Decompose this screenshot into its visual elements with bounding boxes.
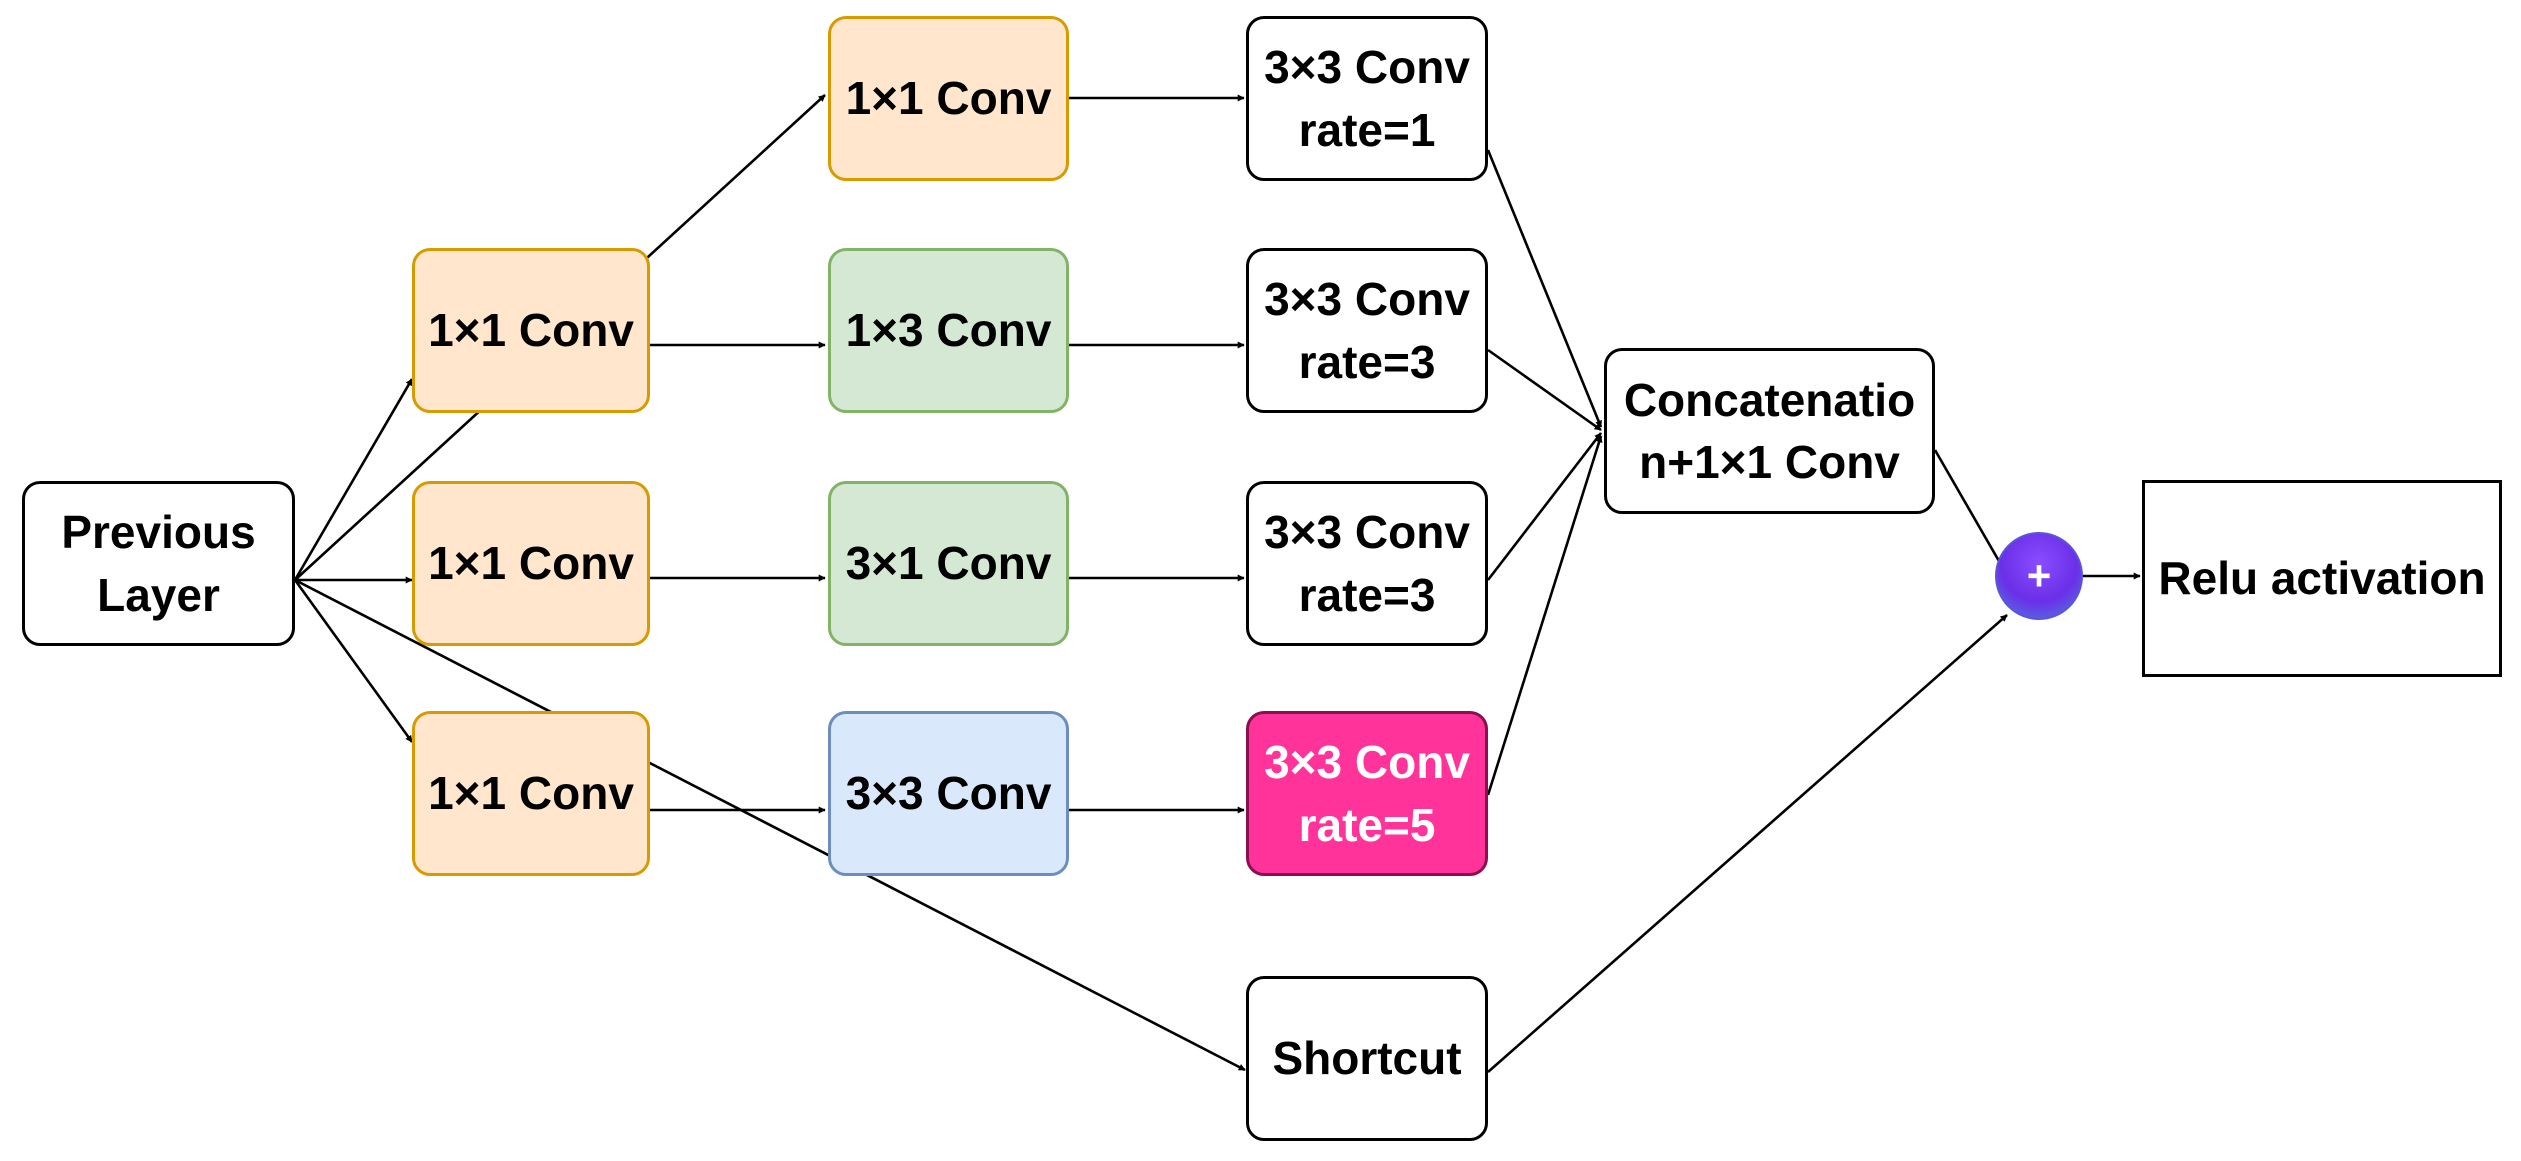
branch3-conv1x1-node: 1×1 Conv (412, 481, 650, 646)
branch2-conv1x1-node: 1×1 Conv (412, 248, 650, 413)
branch1-conv1x1-node: 1×1 Conv (828, 16, 1069, 181)
branch2-conv1x1-label: 1×1 Conv (428, 304, 634, 357)
branch4-conv1x1-label: 1×1 Conv (428, 767, 634, 820)
add-operation-node: + (1995, 532, 2083, 620)
dilated-conv-rate3b-line-2: rate=3 (1298, 568, 1436, 621)
dilated-conv-rate1-line-1: 3×3 Conv (1264, 41, 1470, 94)
branch1-conv1x1-label: 1×1 Conv (845, 72, 1052, 125)
branch3-conv3x1-label: 3×1 Conv (845, 537, 1052, 590)
previous-layer-line-1: Previous (61, 506, 256, 559)
relu-activation-label: Relu activation (2158, 552, 2486, 605)
previous-layer-line-2: Layer (97, 568, 220, 621)
previous-layer-node: Previous Layer (22, 481, 295, 646)
edge-rate5-to-concat (1486, 435, 1603, 796)
branch2-conv1x3-label: 1×3 Conv (845, 304, 1052, 357)
relu-activation-node: Relu activation (2142, 480, 2502, 677)
add-symbol: + (2026, 552, 2052, 599)
concatenation-line-1: Concatenatio (1623, 373, 1916, 426)
dilated-conv-rate5-line-2: rate=5 (1298, 798, 1436, 851)
dilated-conv-rate3b-line-1: 3×3 Conv (1264, 506, 1470, 559)
edge-rate3b-to-concat (1486, 432, 1603, 581)
concatenation-node: Concatenatio n+1×1 Conv (1604, 348, 1935, 514)
branch4-conv3x3-label: 3×3 Conv (845, 767, 1052, 820)
edge-prev-to-b4-conv (293, 579, 414, 743)
concatenation-line-2: n+1×1 Conv (1639, 436, 1900, 488)
branch4-conv3x3-node: 3×3 Conv (828, 711, 1069, 876)
shortcut-node: Shortcut (1246, 976, 1488, 1141)
dilated-conv-rate5-node: 3×3 Conv rate=5 (1246, 711, 1488, 876)
shortcut-label: Shortcut (1272, 1032, 1462, 1085)
branch3-conv3x1-node: 3×1 Conv (828, 481, 1069, 646)
branch3-conv1x1-label: 1×1 Conv (428, 537, 634, 590)
branch4-conv1x1-node: 1×1 Conv (412, 711, 650, 876)
edge-concat-to-add (1933, 449, 2009, 576)
dilated-conv-rate3a-line-2: rate=3 (1298, 335, 1436, 388)
branch2-conv1x3-node: 1×3 Conv (828, 248, 1069, 413)
edge-shortcut-to-add (1487, 614, 2008, 1073)
dilated-conv-rate1-node: 3×3 Conv rate=1 (1246, 16, 1488, 181)
dilated-conv-rate3a-node: 3×3 Conv rate=3 (1246, 248, 1488, 413)
edge-prev-to-shortcut (294, 578, 1246, 1072)
dilated-conv-rate1-line-2: rate=1 (1298, 103, 1436, 156)
edge-prev-to-b2-conv (293, 378, 414, 581)
dilated-conv-rate5-line-1: 3×3 Conv (1264, 736, 1470, 789)
edge-rate1-to-concat (1486, 149, 1603, 428)
dilated-conv-rate3b-node: 3×3 Conv rate=3 (1246, 481, 1488, 646)
dilated-conv-rate3a-line-1: 3×3 Conv (1264, 273, 1470, 326)
edge-rate3a-to-concat (1487, 348, 1602, 432)
